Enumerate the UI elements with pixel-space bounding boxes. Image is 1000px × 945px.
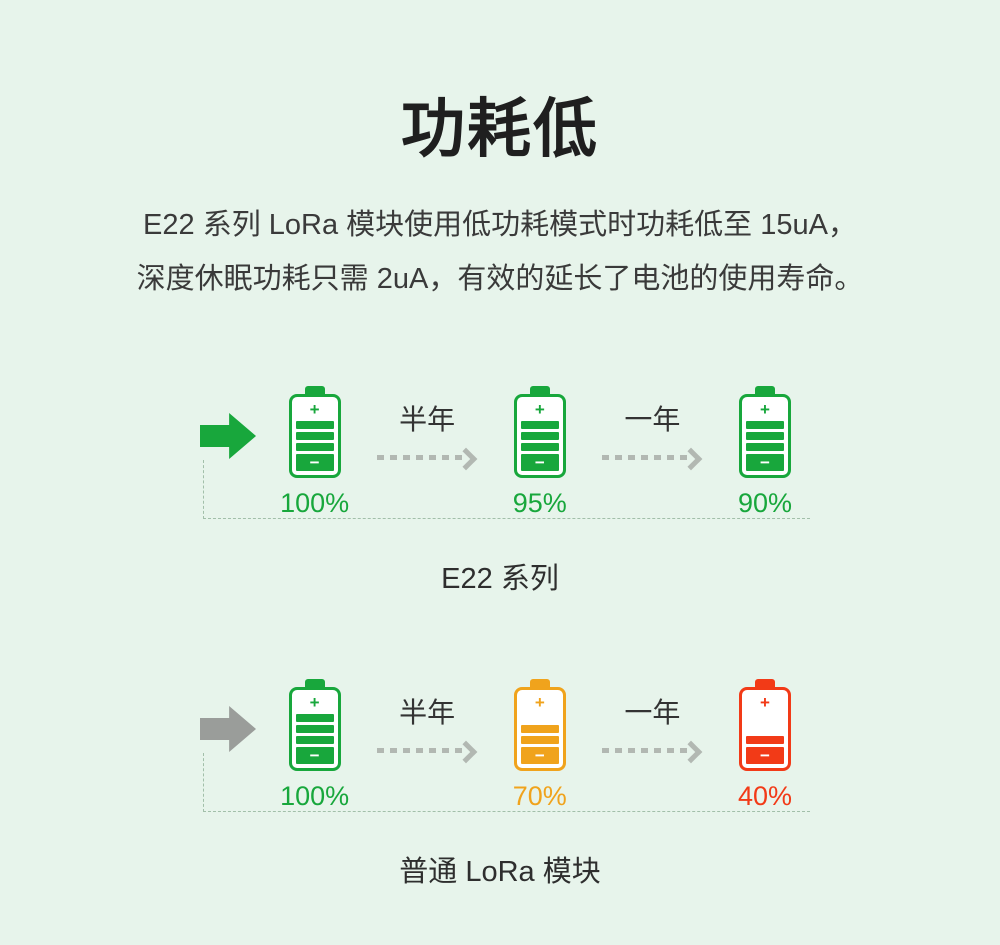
battery-icon-100: + − bbox=[288, 386, 341, 478]
interval-half-year: 半年 bbox=[373, 386, 481, 471]
battery-cap bbox=[754, 679, 775, 687]
battery-percent: 100% bbox=[280, 488, 350, 518]
flow-start-arrow-icon bbox=[200, 706, 256, 752]
diagram-generic-lora: + − 100% 半年 bbox=[200, 679, 810, 890]
battery-minus-symbol: − bbox=[295, 747, 334, 764]
battery-percent: 90% bbox=[737, 488, 792, 518]
battery-bar bbox=[295, 432, 334, 440]
battery-minus-symbol: − bbox=[520, 747, 559, 764]
battery-step: + − 100% bbox=[280, 386, 350, 519]
battery-bar bbox=[295, 714, 334, 722]
diagram-e22-series: + − 100% 半年 bbox=[200, 386, 810, 597]
dashed-arrow-icon bbox=[602, 740, 703, 764]
battery-icon-100: + − bbox=[288, 679, 341, 771]
battery-bar bbox=[745, 421, 784, 429]
battery-bar bbox=[745, 736, 784, 744]
battery-body: + − bbox=[738, 394, 791, 478]
dashed-arrow-icon bbox=[602, 447, 703, 471]
battery-body: + − bbox=[738, 687, 791, 771]
interval-label: 一年 bbox=[624, 697, 681, 728]
interval-one-year: 一年 bbox=[598, 679, 706, 764]
dashed-line bbox=[377, 455, 466, 460]
battery-flow-row: + − 100% 半年 bbox=[200, 679, 800, 812]
battery-step: + − 70% bbox=[505, 679, 575, 812]
battery-step: + − 40% bbox=[730, 679, 800, 812]
battery-plus-symbol: + bbox=[534, 693, 545, 712]
timeline-bracket-dashed-line bbox=[203, 460, 810, 519]
battery-body: + − bbox=[288, 687, 341, 771]
row-caption: E22 系列 bbox=[441, 563, 559, 595]
battery-cap bbox=[304, 679, 325, 687]
battery-cap bbox=[754, 386, 775, 394]
battery-flow-row: + − 100% 半年 bbox=[200, 386, 800, 519]
battery-bar bbox=[520, 736, 559, 744]
battery-bar-empty bbox=[746, 714, 784, 722]
battery-bar bbox=[520, 725, 559, 733]
battery-plus-symbol: + bbox=[309, 400, 320, 419]
interval-label: 半年 bbox=[399, 404, 456, 435]
battery-plus-symbol: + bbox=[309, 693, 320, 712]
battery-icon-95: + − bbox=[513, 386, 566, 478]
dashed-line bbox=[377, 748, 466, 753]
dashed-line bbox=[602, 748, 691, 753]
battery-percent: 70% bbox=[512, 781, 567, 811]
battery-percent: 95% bbox=[512, 488, 567, 518]
battery-bar bbox=[520, 421, 559, 429]
interval-half-year: 半年 bbox=[373, 679, 481, 764]
battery-bar bbox=[295, 443, 334, 451]
battery-minus-symbol: − bbox=[745, 747, 784, 764]
battery-cap bbox=[529, 679, 550, 687]
description-line-2: 深度休眠功耗只需 2uA，有效的延长了电池的使用寿命。 bbox=[136, 263, 864, 295]
row-caption: 普通 LoRa 模块 bbox=[399, 856, 601, 888]
battery-bar bbox=[295, 736, 334, 744]
battery-step: + − 90% bbox=[730, 386, 800, 519]
battery-bar bbox=[745, 432, 784, 440]
battery-bar-empty bbox=[521, 714, 559, 722]
battery-percent: 100% bbox=[280, 781, 350, 811]
battery-minus-symbol: − bbox=[295, 454, 334, 471]
battery-bar bbox=[520, 432, 559, 440]
battery-plus-symbol: + bbox=[760, 400, 770, 419]
arrow-head bbox=[680, 740, 703, 764]
arrow-head bbox=[680, 447, 703, 471]
battery-icon-40: + − bbox=[738, 679, 791, 771]
interval-one-year: 一年 bbox=[598, 386, 706, 471]
battery-bar bbox=[520, 443, 559, 451]
battery-bar bbox=[295, 725, 334, 733]
dashed-arrow-icon bbox=[377, 740, 478, 764]
battery-icon-70: + − bbox=[513, 679, 566, 771]
battery-percent: 40% bbox=[737, 781, 792, 811]
dashed-arrow-icon bbox=[377, 447, 478, 471]
timeline-bracket-dashed-line bbox=[203, 753, 810, 812]
interval-label: 半年 bbox=[399, 697, 456, 728]
battery-body: + − bbox=[288, 394, 341, 478]
arrow-head bbox=[454, 740, 478, 764]
battery-cap bbox=[529, 386, 550, 394]
battery-minus-symbol: − bbox=[745, 454, 784, 471]
battery-plus-symbol: + bbox=[760, 693, 770, 712]
battery-cap bbox=[304, 386, 325, 394]
dashed-line bbox=[602, 455, 691, 460]
battery-bar bbox=[745, 443, 784, 451]
description-line-1: E22 系列 LoRa 模块使用低功耗模式时功耗低至 15uA， bbox=[143, 209, 857, 241]
battery-step: + − 100% bbox=[280, 679, 350, 812]
battery-minus-symbol: − bbox=[520, 454, 559, 471]
battery-bar-empty bbox=[746, 725, 784, 733]
battery-body: + − bbox=[513, 394, 566, 478]
battery-bar bbox=[295, 421, 334, 429]
battery-step: + − 95% bbox=[505, 386, 575, 519]
battery-plus-symbol: + bbox=[534, 400, 545, 419]
arrow-head bbox=[454, 447, 478, 471]
battery-icon-90: + − bbox=[738, 386, 791, 478]
interval-label: 一年 bbox=[624, 404, 681, 435]
page-title: 功耗低 bbox=[401, 93, 599, 165]
flow-start-arrow-icon bbox=[200, 413, 256, 459]
battery-body: + − bbox=[513, 687, 566, 771]
